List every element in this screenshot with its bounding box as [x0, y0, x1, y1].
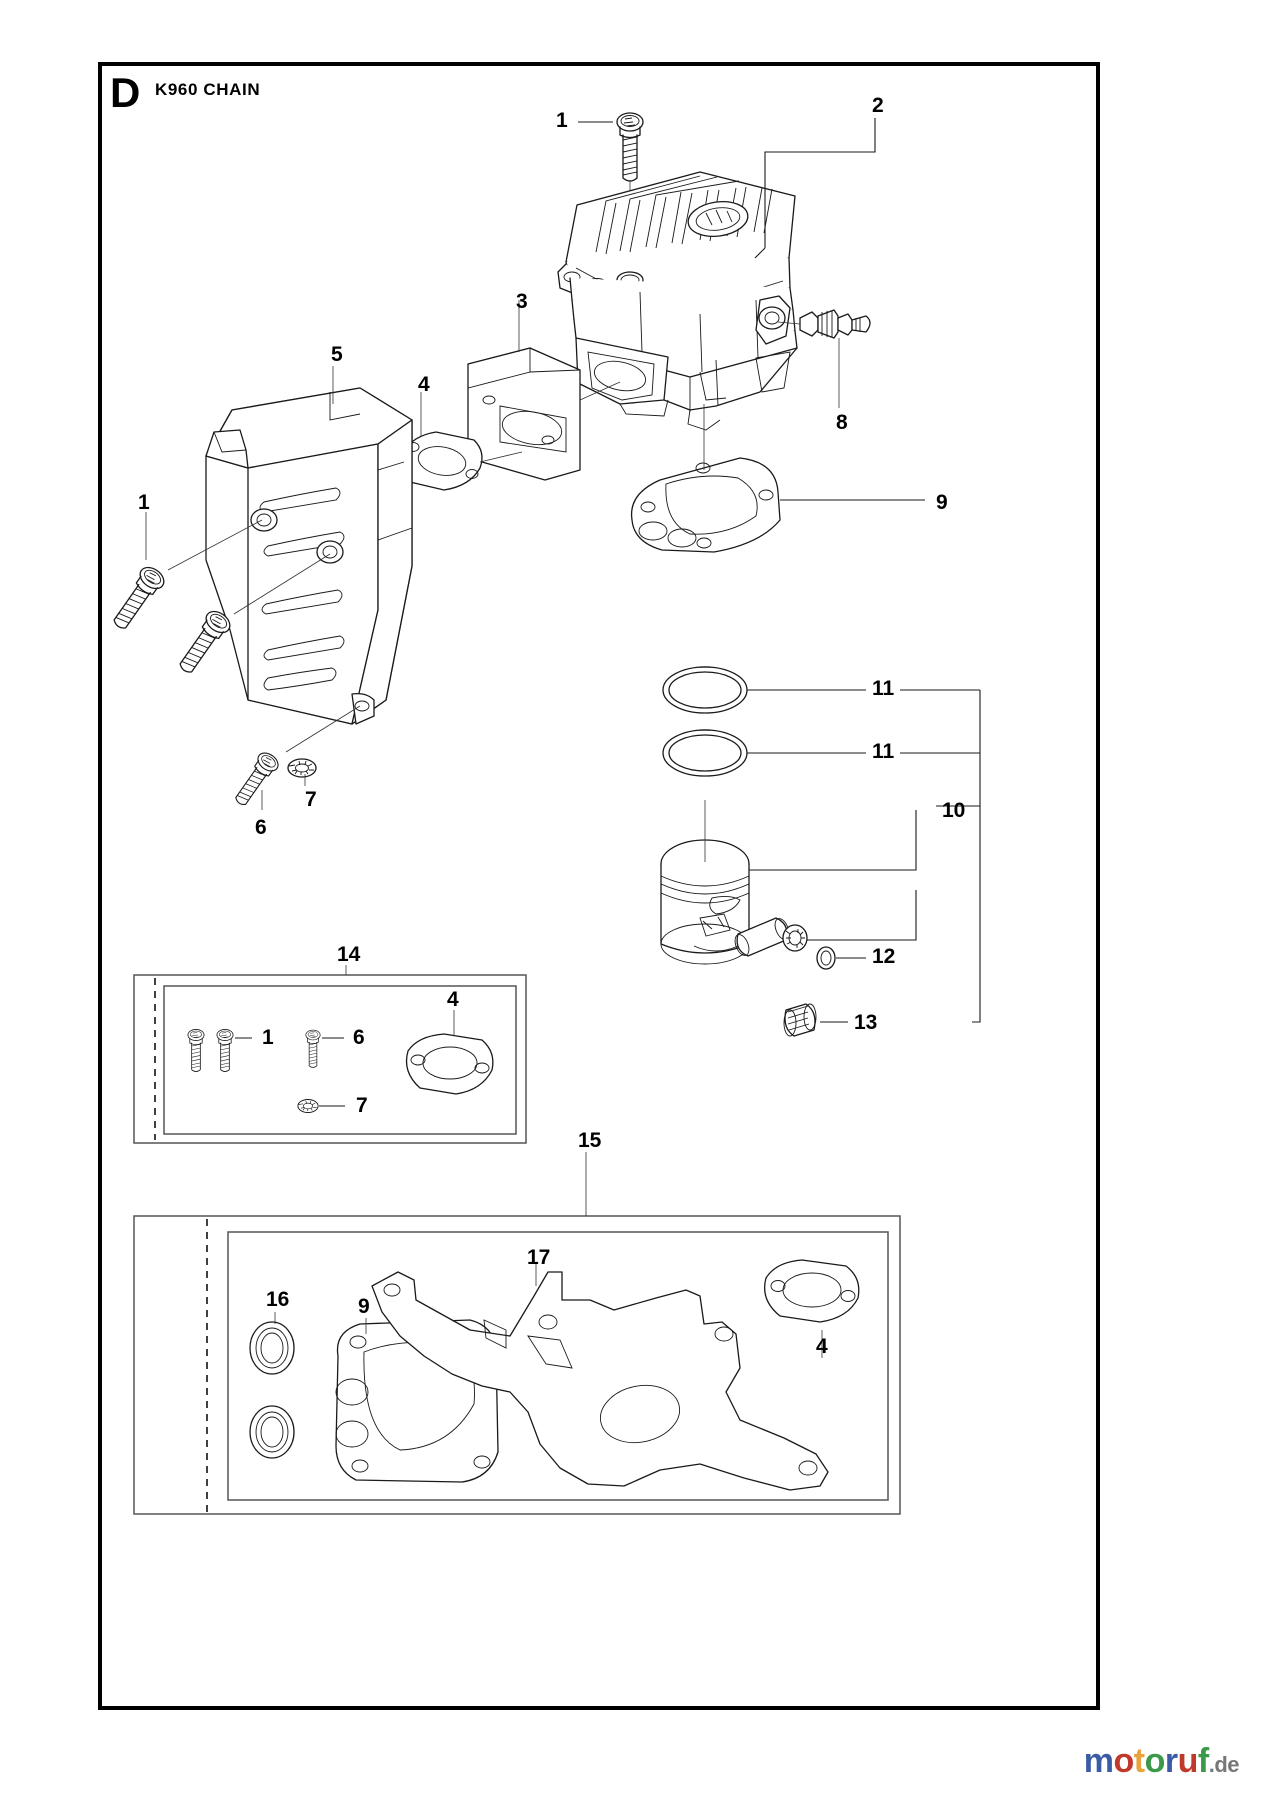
callout-5[interactable]: 5	[331, 343, 343, 366]
kit15-seals-16	[249, 1312, 295, 1459]
callout-1-kit[interactable]: 1	[262, 1026, 274, 1049]
plate-letter: D	[110, 69, 141, 116]
kit14-screw-6	[305, 1029, 344, 1068]
callout-4-kit2[interactable]: 4	[816, 1335, 828, 1358]
watermark-letter: m	[1083, 1742, 1114, 1780]
callout-15[interactable]: 15	[578, 1129, 602, 1152]
kit14-gasket-4	[405, 1010, 494, 1095]
part-screw-short-left	[229, 705, 361, 810]
callout-4-muffler[interactable]: 4	[418, 373, 430, 396]
callout-3[interactable]: 3	[516, 290, 528, 313]
callout-7-kit[interactable]: 7	[356, 1094, 368, 1117]
callout-6[interactable]: 6	[255, 816, 267, 839]
callout-8[interactable]: 8	[836, 411, 848, 434]
callout-2[interactable]: 2	[872, 94, 884, 117]
callout-1-left[interactable]: 1	[138, 491, 150, 514]
kit14-washer-7	[297, 1099, 345, 1113]
part-cylinder-gasket	[630, 404, 925, 553]
kit14-screws-1	[187, 1029, 252, 1072]
watermark-letter: r	[1164, 1742, 1178, 1780]
callout-13[interactable]: 13	[854, 1011, 878, 1034]
callout-14[interactable]: 14	[337, 943, 361, 966]
callout-1-top[interactable]: 1	[556, 109, 568, 132]
callout-11-lower[interactable]: 11	[872, 740, 895, 763]
callout-11-upper[interactable]: 11	[872, 677, 895, 700]
callout-12[interactable]: 12	[872, 945, 896, 968]
callout-7[interactable]: 7	[305, 788, 317, 811]
kit15-gasket-17	[371, 1264, 829, 1491]
callout-9-kit[interactable]: 9	[358, 1295, 370, 1318]
part-piston-ring-lower	[662, 729, 866, 777]
callout-9-right[interactable]: 9	[936, 491, 948, 514]
part-circlip	[782, 924, 866, 970]
kit-14-frames	[133, 965, 527, 1144]
part-muffler	[205, 366, 413, 725]
part-decompression-valve	[777, 309, 871, 408]
watermark-letter: u	[1177, 1742, 1199, 1780]
callout-17[interactable]: 17	[527, 1246, 551, 1269]
callout-16[interactable]: 16	[266, 1288, 290, 1311]
callout-4-kit[interactable]: 4	[447, 988, 459, 1011]
kit-15-frames	[133, 1152, 901, 1515]
watermark-letter: o	[1144, 1742, 1166, 1780]
motoruf-watermark: motoruf.de	[1083, 1742, 1240, 1780]
bracket-piston-kit	[900, 689, 981, 1023]
part-lockwasher-left	[287, 758, 317, 786]
callout-6-kit[interactable]: 6	[353, 1026, 365, 1049]
page-title: K960 CHAIN	[155, 80, 261, 99]
part-cylinder-assembly	[557, 118, 876, 431]
part-needle-bearing	[783, 1003, 848, 1037]
watermark-letter: t	[1133, 1742, 1145, 1780]
part-piston-ring-upper	[662, 666, 866, 714]
watermark-letter: o	[1113, 1742, 1134, 1780]
watermark-letter: f	[1197, 1742, 1209, 1780]
part-screw-left-pair	[106, 512, 331, 679]
kit15-gasket-4	[763, 1259, 860, 1358]
part-piston	[660, 800, 917, 965]
callout-10[interactable]: 10	[942, 799, 966, 822]
